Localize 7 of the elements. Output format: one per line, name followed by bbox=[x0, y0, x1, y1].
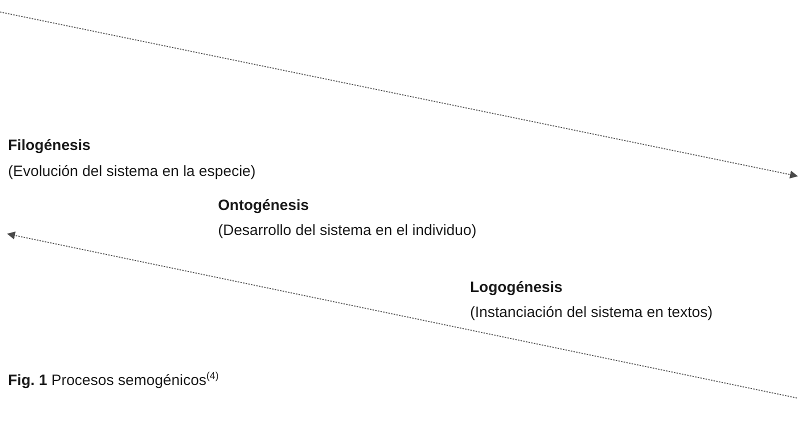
process-heading: Filogénesis bbox=[8, 137, 91, 155]
process-heading: Logogénesis bbox=[470, 279, 563, 297]
figure-caption: Fig. 1 Procesos semogénicos$^{(4)}$ bbox=[8, 371, 219, 389]
process-description: (Evolución del sistema en la especie) bbox=[8, 163, 256, 181]
process-description: (Desarrollo del sistema en el individuo) bbox=[218, 222, 476, 240]
process-description: (Instanciación del sistema en textos) bbox=[470, 304, 713, 322]
process-heading: Ontogénesis bbox=[218, 197, 309, 215]
